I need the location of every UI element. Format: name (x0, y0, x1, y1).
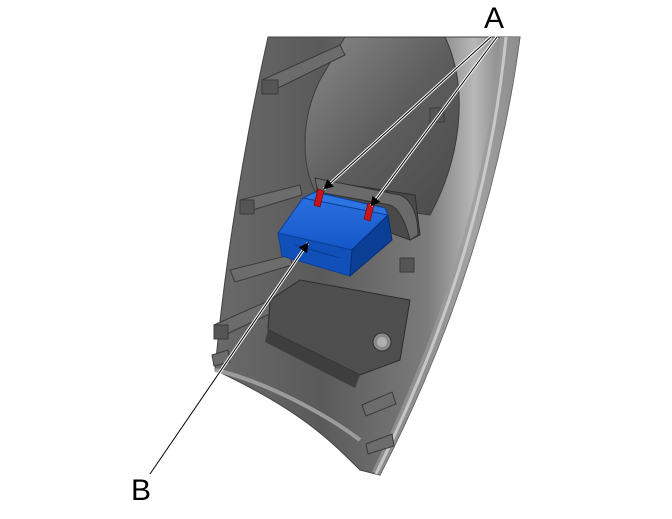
callout-b-leader (148, 242, 310, 475)
release-tab-left (313, 188, 325, 208)
lower-bracket (214, 279, 411, 442)
callout-label-b: B (131, 474, 152, 507)
callout-a-leaders (322, 35, 499, 207)
callout-label-a: A (484, 2, 505, 35)
